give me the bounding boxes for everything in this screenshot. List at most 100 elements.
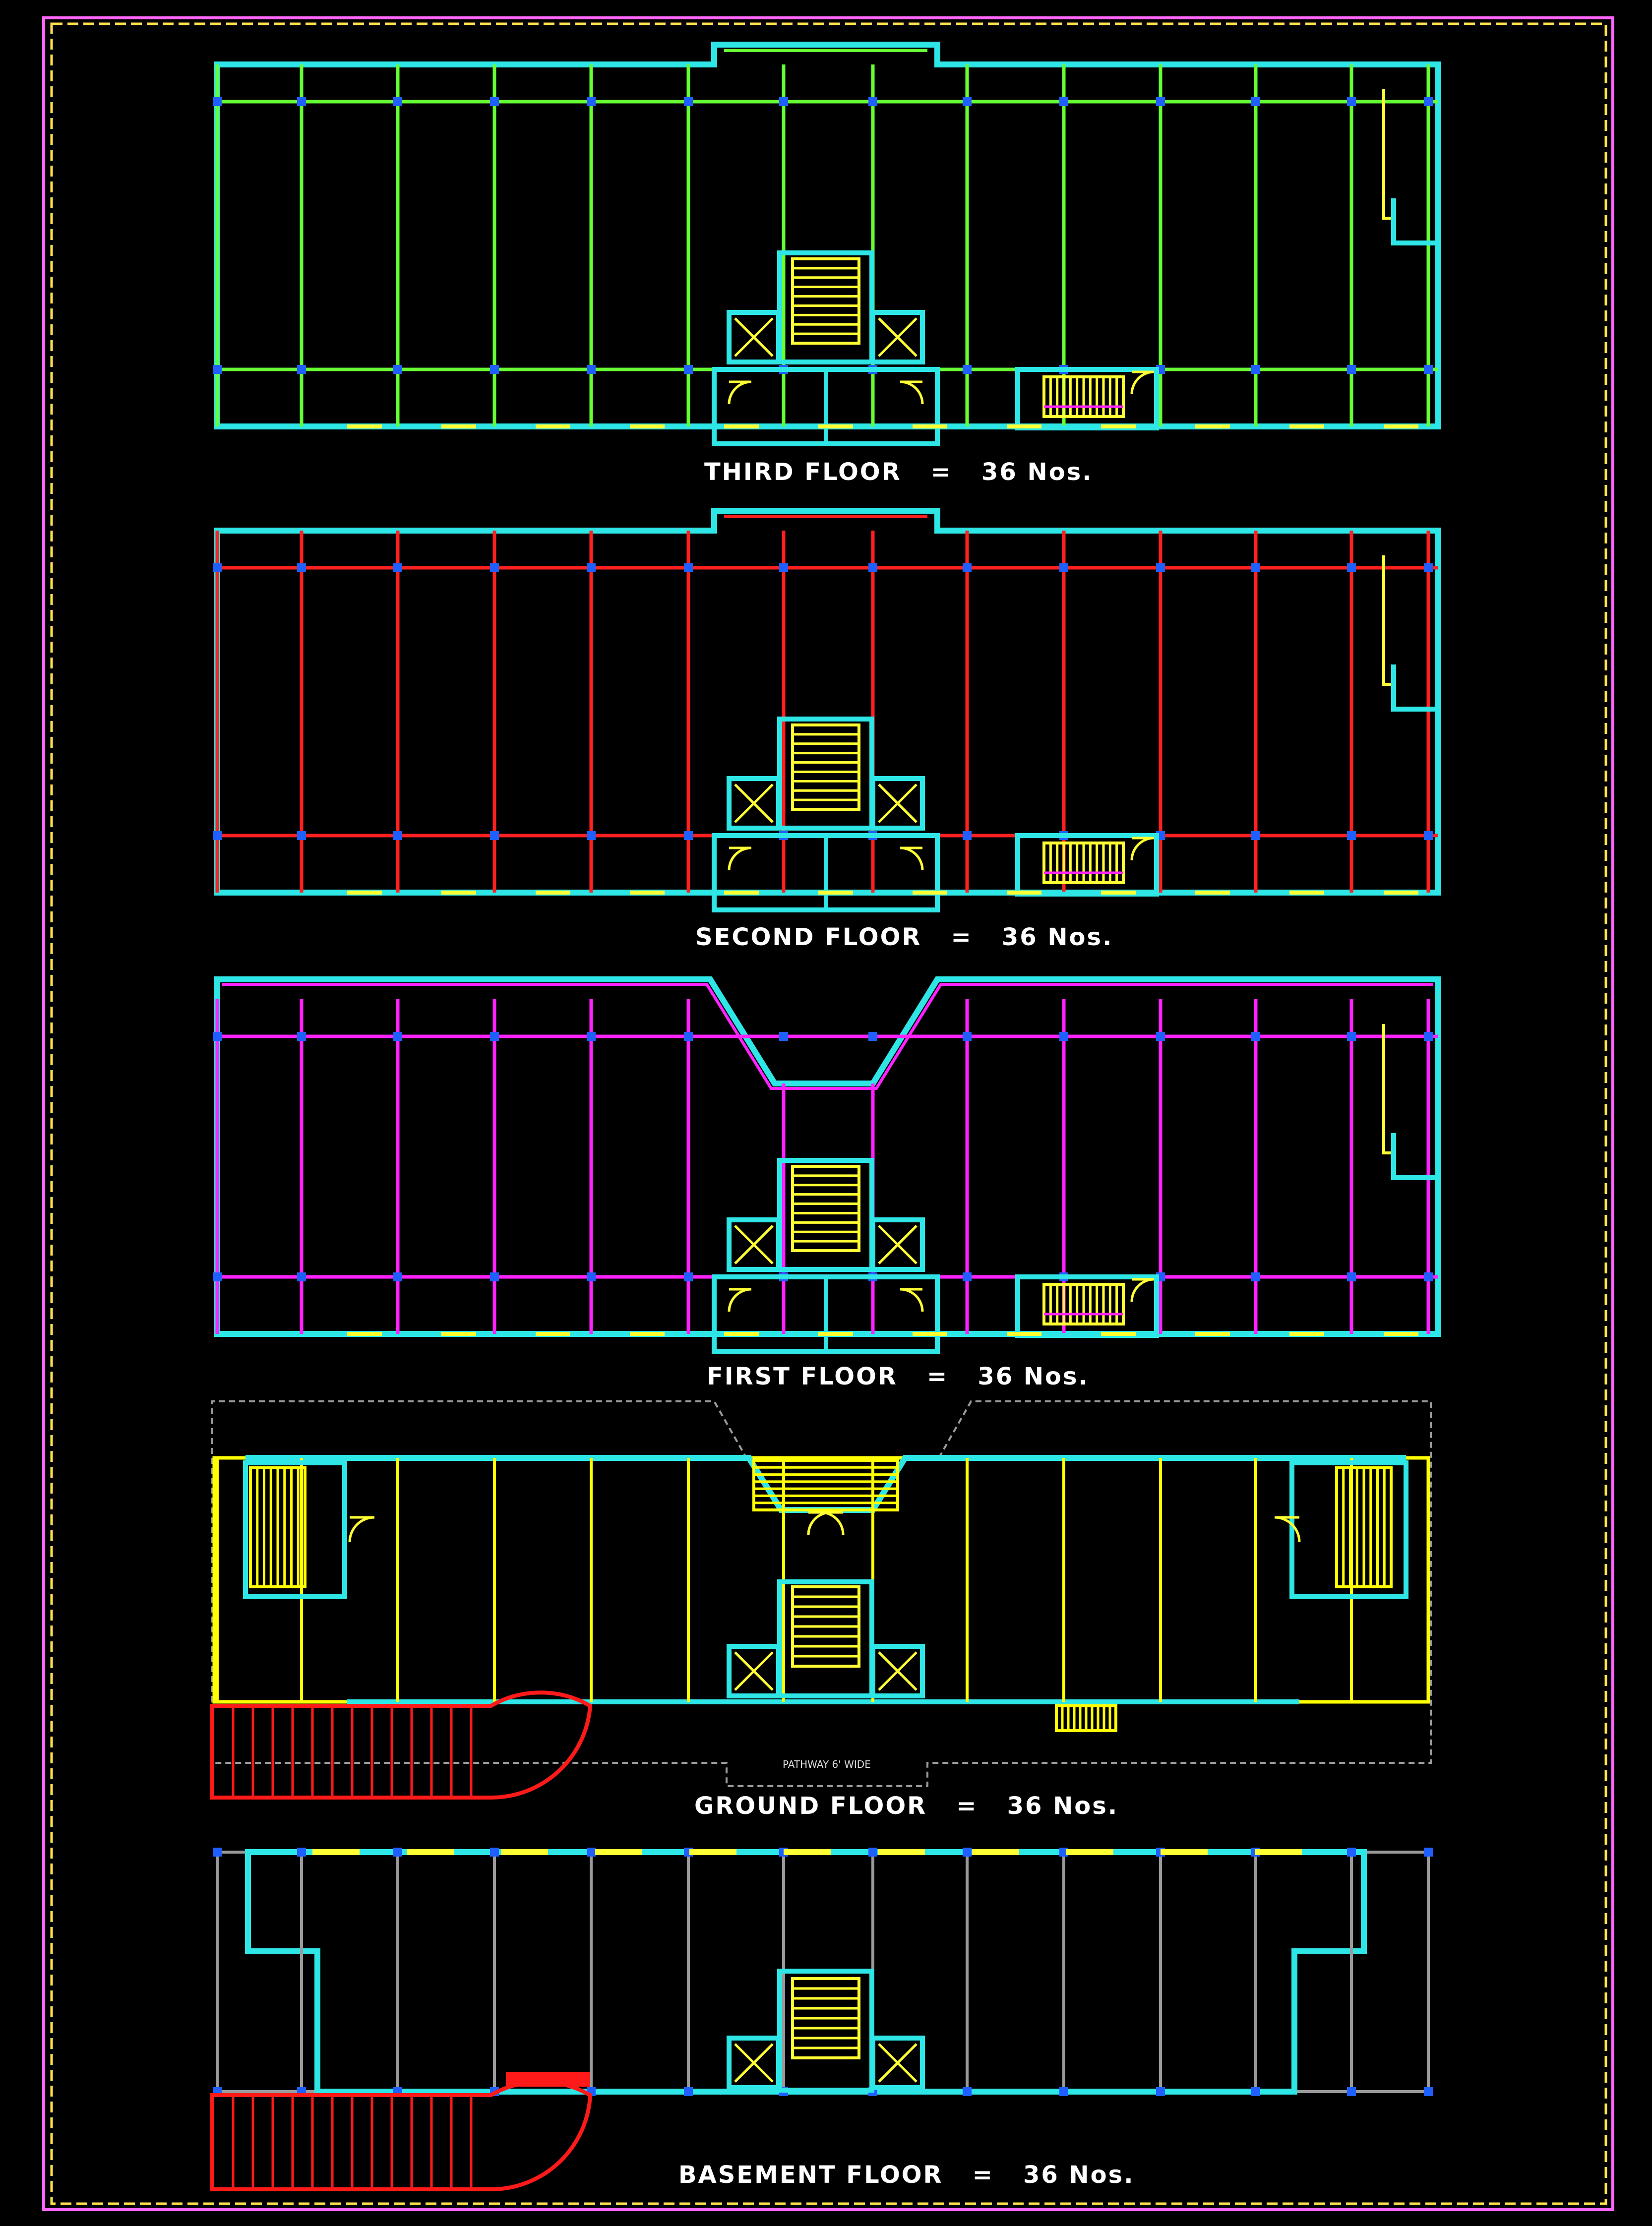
column xyxy=(1251,97,1260,106)
column xyxy=(213,563,222,572)
toilet-door xyxy=(728,1288,752,1312)
main-stair-outline xyxy=(791,723,860,811)
lift-left-shaft xyxy=(727,2036,781,2090)
lift-right-shaft xyxy=(870,1217,925,1272)
column xyxy=(1347,1272,1356,1281)
column xyxy=(393,1032,402,1041)
column xyxy=(393,831,402,840)
right-notch xyxy=(1382,89,1394,220)
column xyxy=(868,97,877,106)
basement-floor-title: BASEMENT FLOOR = 36 Nos. xyxy=(678,2161,1135,2189)
third-floor-title: THIRD FLOOR = 36 Nos. xyxy=(704,458,1093,486)
lower-stair-room xyxy=(1015,367,1159,430)
column xyxy=(1424,1272,1433,1281)
column xyxy=(1059,1032,1068,1041)
first-floor-title: FIRST FLOOR = 36 Nos. xyxy=(707,1363,1089,1390)
column xyxy=(1059,2087,1068,2096)
column xyxy=(1424,97,1433,106)
column xyxy=(213,365,222,374)
column xyxy=(297,563,306,572)
lift-right-cross-b xyxy=(878,317,918,357)
column xyxy=(1424,1032,1433,1041)
stair-core xyxy=(777,250,874,364)
column xyxy=(587,97,596,106)
lift-left-shaft xyxy=(727,310,781,364)
lift-left-cross-b xyxy=(734,317,774,357)
lift-left-cross-b xyxy=(734,2043,774,2083)
column xyxy=(297,831,306,840)
first-floor-plan xyxy=(213,976,1441,1354)
column xyxy=(587,1272,596,1281)
outer-sheet-border xyxy=(42,16,1614,2211)
outer-wall xyxy=(214,508,1441,896)
column xyxy=(490,563,499,572)
column xyxy=(1424,365,1433,374)
lower-stair-door xyxy=(1130,1278,1155,1302)
column xyxy=(1424,831,1433,840)
main-stair-outline xyxy=(791,1165,860,1252)
column xyxy=(490,97,499,106)
toilet-door xyxy=(900,846,924,871)
basement-retaining-wall xyxy=(245,1849,1367,2095)
lift-left-cross-b xyxy=(734,1225,774,1264)
column xyxy=(684,563,693,572)
column xyxy=(1347,1848,1356,1857)
column xyxy=(297,97,306,106)
column xyxy=(779,97,788,106)
column xyxy=(213,1032,222,1041)
stair-core xyxy=(777,1969,874,2093)
column xyxy=(297,1272,306,1281)
lift-left-cross-b xyxy=(734,783,774,823)
column xyxy=(490,365,499,374)
lift-left-shaft xyxy=(727,1217,781,1272)
right-notch xyxy=(1382,1024,1394,1154)
ground-floor-title: GROUND FLOOR = 36 Nos. xyxy=(694,1792,1119,1820)
column xyxy=(1156,97,1165,106)
stair-core xyxy=(777,1579,874,1698)
column xyxy=(1156,2087,1165,2096)
outer-wall-inner-line xyxy=(222,983,1433,1090)
column xyxy=(684,2087,693,2096)
column xyxy=(1424,2087,1433,2096)
column xyxy=(1251,1032,1260,1041)
ground-floor-plan xyxy=(210,1400,1432,1800)
lift-right-cross-b xyxy=(878,1225,918,1264)
column xyxy=(963,97,972,106)
column xyxy=(1347,2087,1356,2096)
column xyxy=(213,1272,222,1281)
column xyxy=(213,97,222,106)
lower-stair-door xyxy=(1130,370,1155,395)
pathway-label: PATHWAY 6' WIDE xyxy=(783,1758,871,1770)
right-stair-room xyxy=(1289,1460,1408,1599)
right-notch-wall xyxy=(1391,664,1438,712)
column xyxy=(1156,1032,1165,1041)
column xyxy=(1156,563,1165,572)
column xyxy=(684,97,693,106)
side-door xyxy=(348,1516,375,1543)
left-stair-room xyxy=(243,1460,347,1599)
lift-left-shaft xyxy=(727,1644,781,1698)
right-notch-wall xyxy=(1391,1133,1438,1180)
column xyxy=(393,97,402,106)
column xyxy=(587,1848,596,1857)
second-floor-title: SECOND FLOOR = 36 Nos. xyxy=(695,923,1113,951)
lift-right-cross-b xyxy=(878,2043,918,2083)
column xyxy=(779,1032,788,1041)
column xyxy=(490,1032,499,1041)
ramp-outline xyxy=(210,1690,593,1800)
column xyxy=(213,831,222,840)
column xyxy=(587,831,596,840)
column xyxy=(963,831,972,840)
third-floor-plan xyxy=(213,42,1441,446)
column xyxy=(490,831,499,840)
column xyxy=(684,365,693,374)
column xyxy=(779,563,788,572)
column xyxy=(297,365,306,374)
lift-right-cross-b xyxy=(878,1651,918,1691)
column xyxy=(1347,563,1356,572)
outer-wall xyxy=(214,976,1441,1337)
lower-stair-room xyxy=(1015,833,1159,897)
side-door xyxy=(1274,1516,1301,1543)
column xyxy=(868,1848,877,1857)
